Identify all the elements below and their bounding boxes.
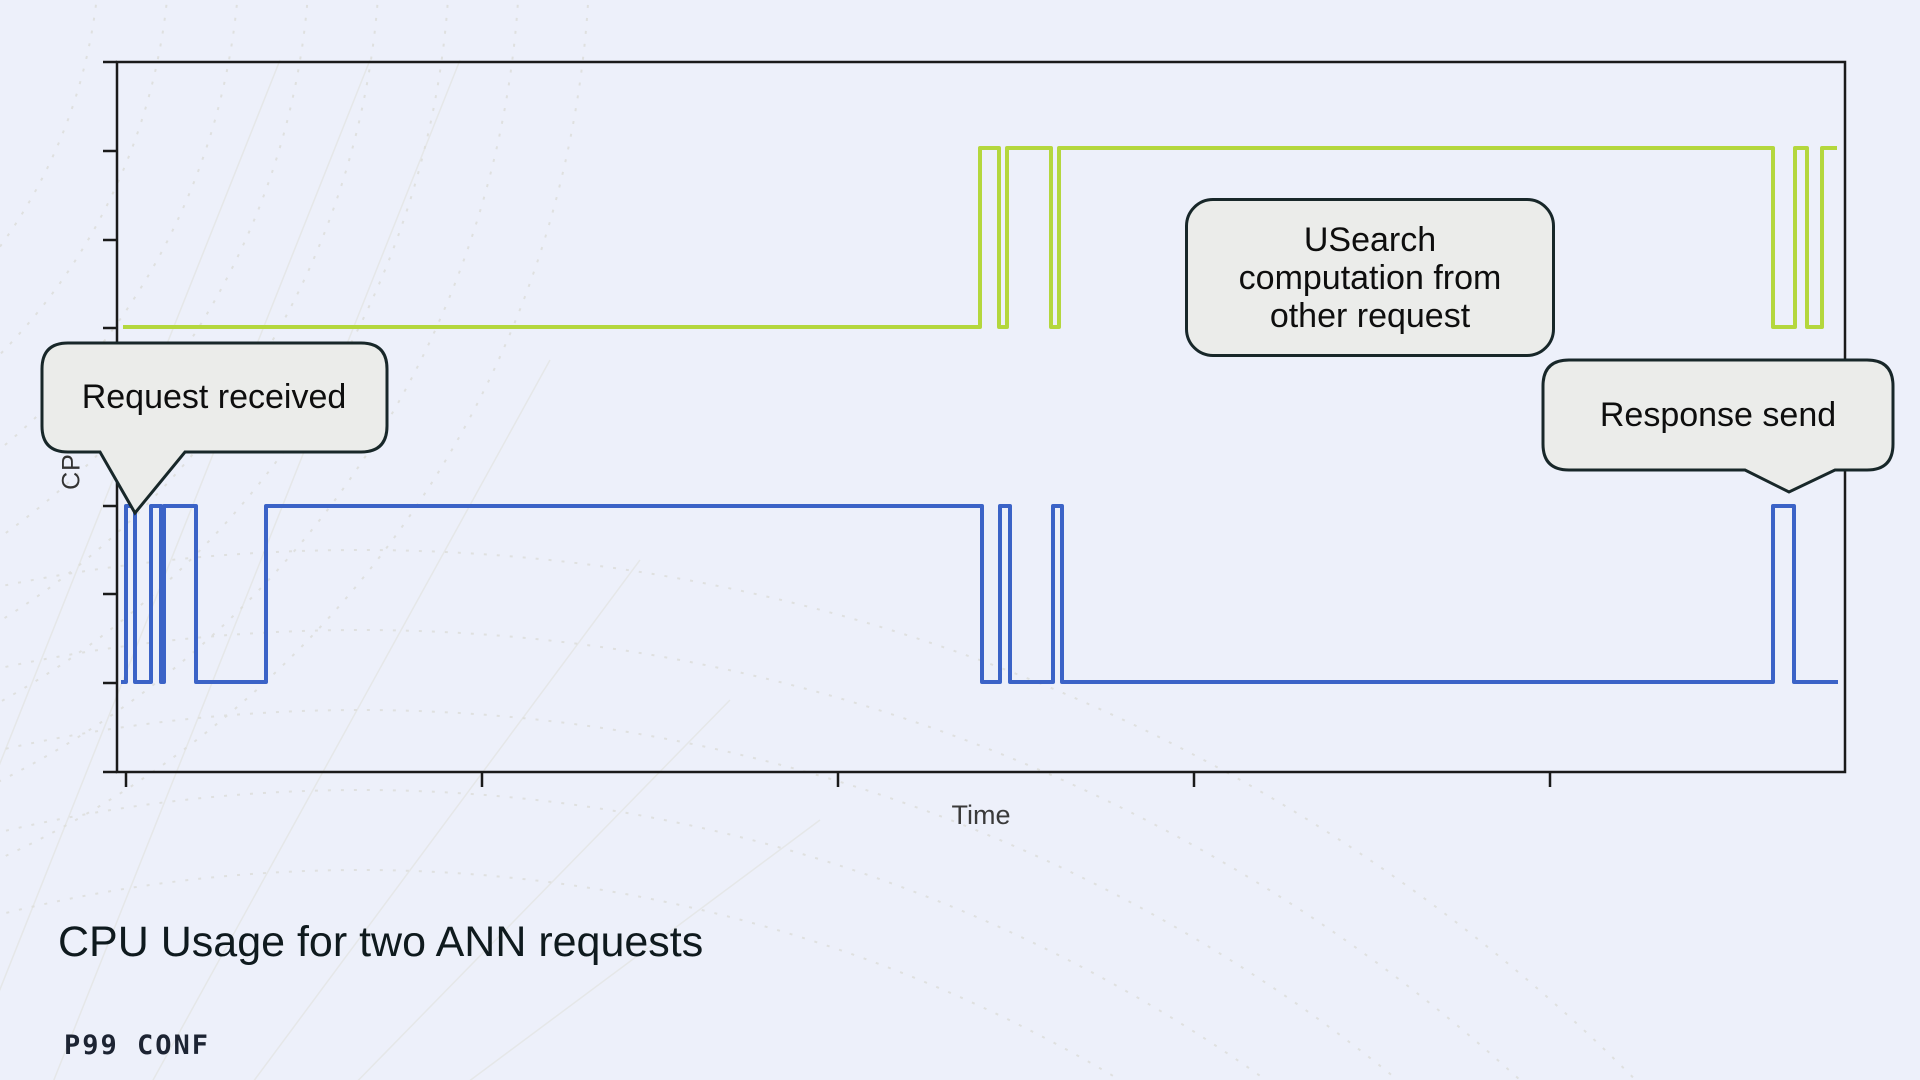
slide-title: CPU Usage for two ANN requests bbox=[58, 918, 704, 966]
response-send-callout-text: Response send bbox=[1599, 396, 1837, 434]
response-send-callout-bubble bbox=[1541, 358, 1895, 494]
series-other-request bbox=[123, 146, 1837, 329]
x-axis-label: Time bbox=[951, 800, 1011, 830]
brand-logo: P99 CONF bbox=[64, 1030, 211, 1061]
chart-series bbox=[121, 146, 1838, 684]
request-received-callout-bubble bbox=[40, 341, 389, 516]
request-received-callout-text: Request received bbox=[81, 378, 347, 416]
usearch-callout: USearch computation from other request bbox=[1185, 198, 1555, 357]
usearch-callout-text: USearch computation from other request bbox=[1238, 220, 1502, 335]
series-request bbox=[121, 504, 1838, 684]
